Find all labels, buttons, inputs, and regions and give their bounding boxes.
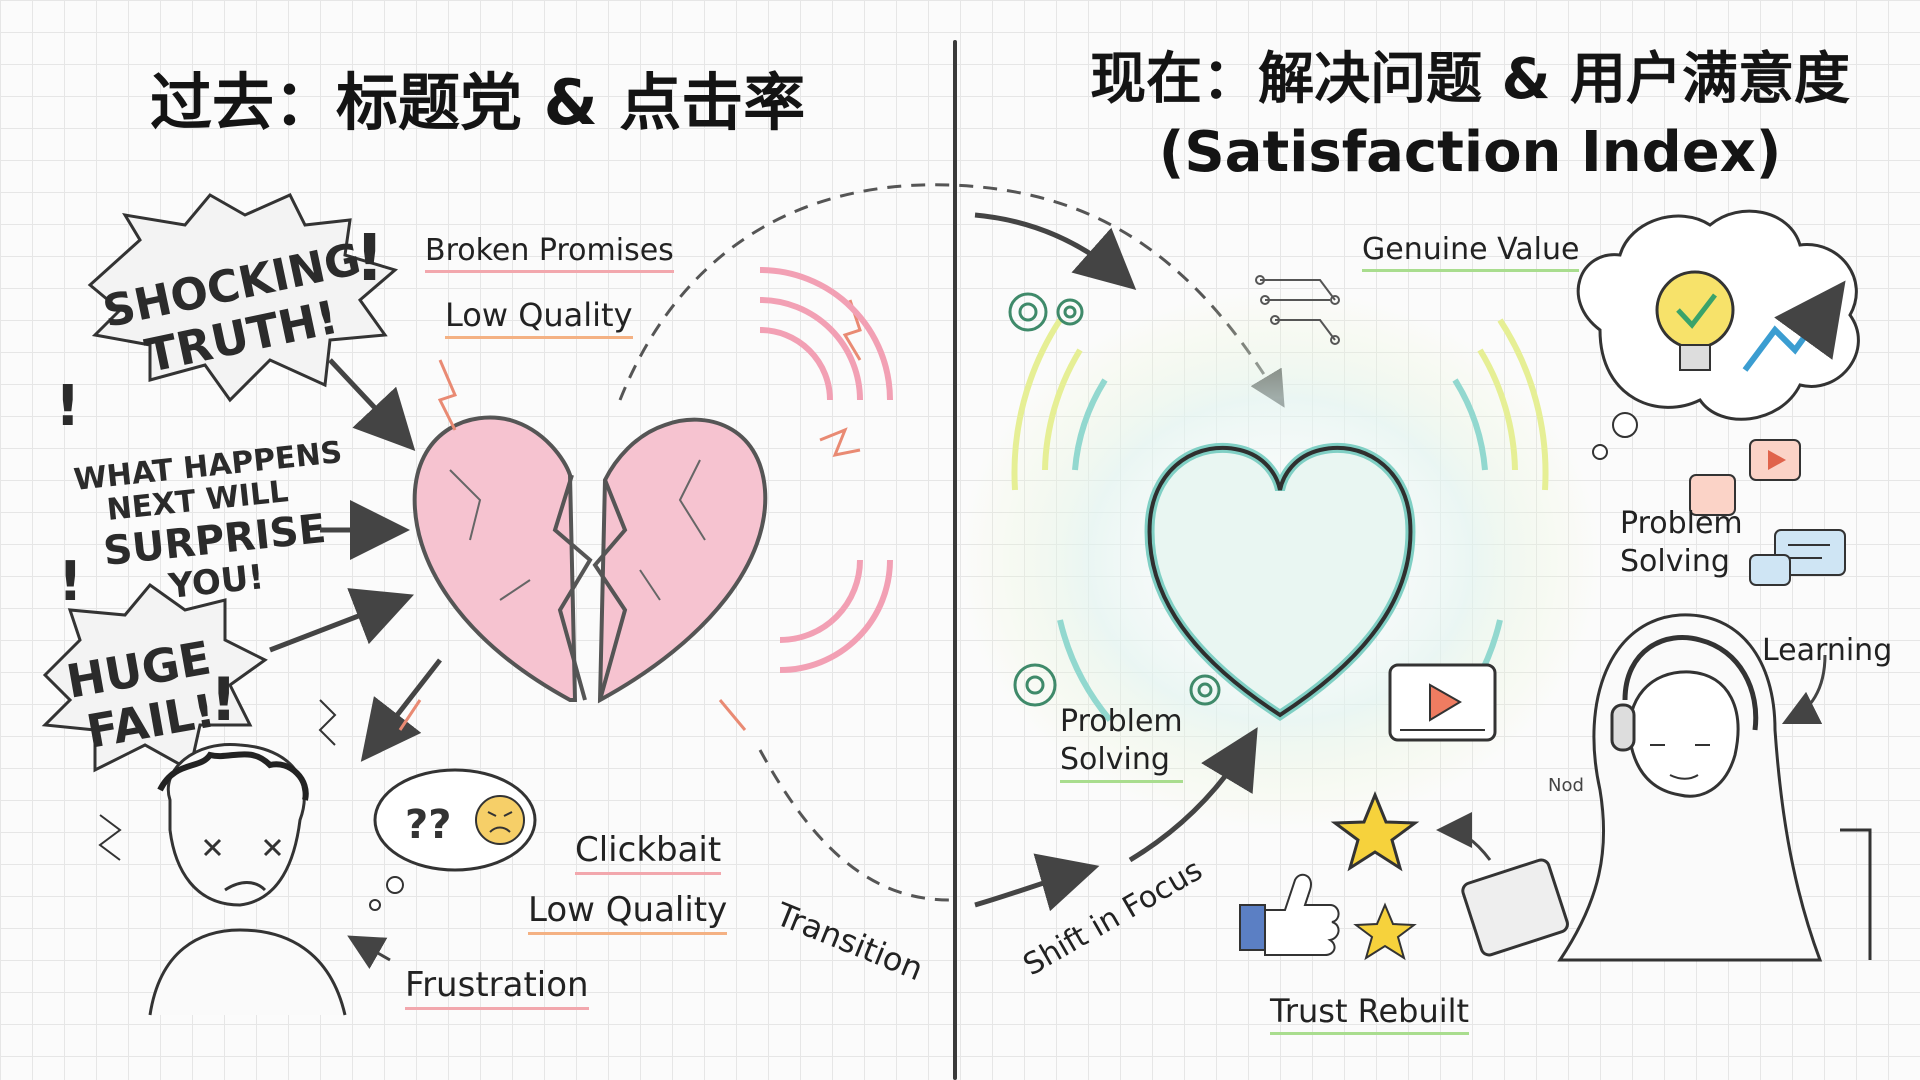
circuit-icon — [1255, 275, 1340, 345]
learning-person — [1461, 613, 1872, 962]
exclaim-mark: ! — [210, 665, 237, 735]
transition-arc-bottom — [758, 749, 951, 902]
chat-bubble-icon — [1749, 554, 1791, 586]
present-title: 现在：解决问题 & 用户满意度 (Satisfaction Index) — [1090, 44, 1850, 190]
shocking-truth-burst: SHOCKING TRUTH! ! ! — [55, 193, 399, 439]
transition-arc-top — [618, 183, 1285, 408]
surprise-text-group: WHAT HAPPENS NEXT WILL SURPRISE YOU! ! — [58, 435, 344, 613]
trend-arrow-icon — [1742, 280, 1846, 372]
learning-arrow — [1781, 654, 1827, 725]
frustrated-person — [98, 699, 347, 1016]
label-broken-promises: Broken Promises — [425, 233, 674, 273]
star-icon — [1330, 791, 1420, 961]
exclaim-mark: ! — [58, 550, 83, 613]
present-title-line1: 现在：解决问题 & 用户满意度 — [1090, 47, 1850, 112]
label-clickbait: Clickbait — [575, 830, 722, 875]
incoming-arrow — [974, 212, 1137, 290]
huge-fail-burst: HUGE FAIL! ! — [41, 582, 268, 773]
shift-arrow-upper — [1128, 727, 1258, 863]
label-genuine-value: Genuine Value — [1362, 232, 1580, 272]
frustration-arrow — [347, 935, 391, 970]
angry-face-icon — [475, 795, 525, 845]
thumbs-up-icon — [1689, 474, 1736, 516]
label-problem-solving-left: Problem Solving — [1060, 703, 1183, 783]
social-icons — [1689, 439, 1846, 586]
gear-icon — [1008, 292, 1221, 707]
label-trust-rebuilt: Trust Rebuilt — [1270, 992, 1470, 1035]
center-divider — [953, 40, 957, 1080]
thumbs-up-icon — [1239, 873, 1340, 956]
past-title: 过去：标题党 & 点击率 — [150, 66, 806, 139]
confused-thought-bubble: ?? — [369, 768, 537, 911]
play-video-icon — [1388, 663, 1497, 742]
idea-cloud — [1576, 209, 1860, 460]
chat-bubble-icon — [1774, 529, 1846, 576]
shift-arrow-lower — [974, 853, 1100, 912]
label-low-quality-bottom: Low Quality — [528, 890, 728, 935]
exclaim-mark: ! — [55, 374, 81, 439]
label-learning: Learning — [1762, 633, 1893, 668]
label-nod: Nod — [1548, 775, 1584, 796]
arrows-into-heart — [269, 358, 442, 762]
heart-icon — [960, 290, 1600, 830]
label-low-quality-top: Low Quality — [445, 296, 633, 339]
exclaim-mark: ! — [355, 222, 384, 296]
broken-heart-icon — [398, 267, 893, 731]
question-marks: ?? — [405, 802, 451, 848]
label-frustration: Frustration — [405, 965, 589, 1010]
label-problem-solving-right: Problem Solving — [1620, 506, 1743, 579]
lightbulb-icon — [1655, 270, 1735, 371]
trust-arrow — [1436, 812, 1492, 861]
present-title-line2: (Satisfaction Index) — [1158, 119, 1782, 185]
